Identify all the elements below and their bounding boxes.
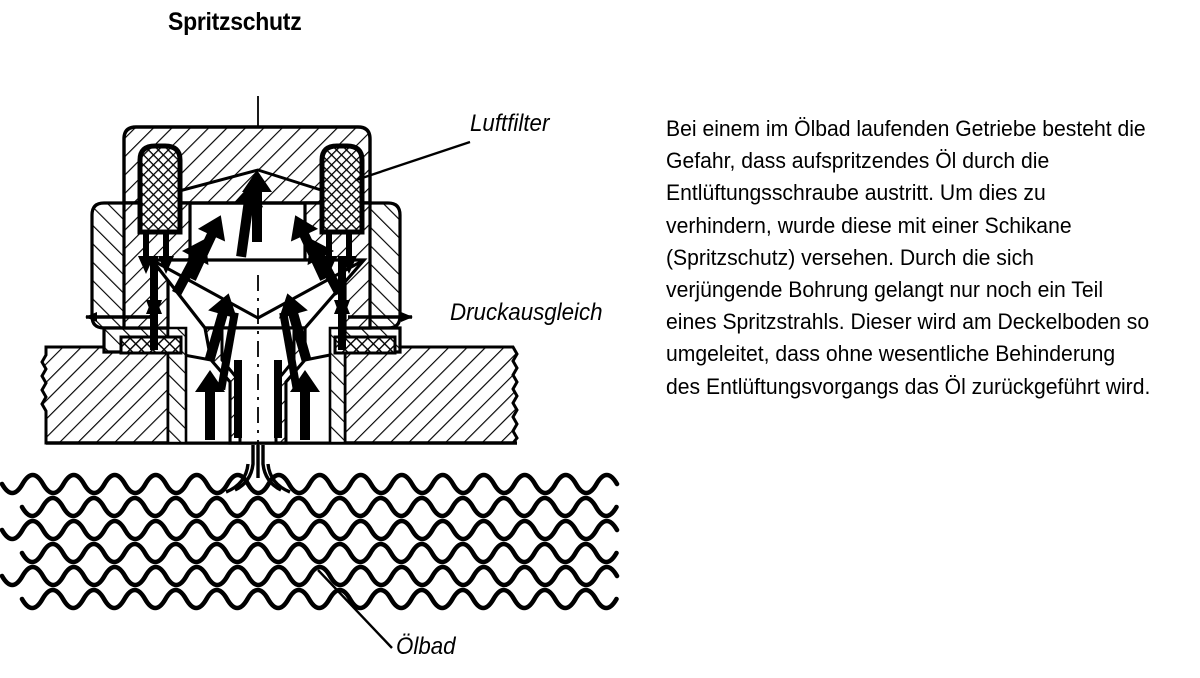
air-filter-mesh-left: [137, 143, 183, 235]
flow-arrows-skirt-up: [146, 294, 350, 350]
description-text: Bei einem im Ölbad laufenden Getriebe be…: [666, 113, 1155, 403]
oil-bath-waves: [0, 472, 620, 611]
air-filter-mesh-right: [319, 143, 365, 235]
leader-oelbad: [317, 569, 393, 649]
flow-arrows-oil-return: [195, 311, 320, 440]
callout-oelbad: Ölbad: [396, 633, 456, 660]
diagram-geometry: [0, 96, 620, 649]
callout-luftfilter: Luftfilter: [470, 110, 550, 137]
gasket-right: [333, 335, 397, 355]
leader-luftfilter: [355, 140, 471, 182]
housing-wall: [40, 345, 519, 445]
technical-diagram: [0, 60, 650, 678]
description-paragraph: Bei einem im Ölbad laufenden Getriebe be…: [666, 116, 1151, 399]
flow-arrows-air: [172, 170, 344, 363]
splash-jet: [225, 445, 291, 494]
callout-druckausgleich: Druckausgleich: [450, 299, 603, 326]
page-title: Spritzschutz: [168, 8, 302, 36]
